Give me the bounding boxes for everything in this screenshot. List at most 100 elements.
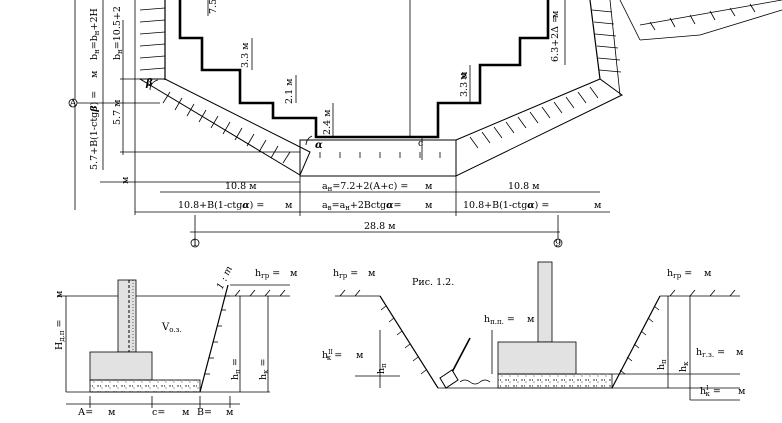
hk-label-right: hк	[678, 361, 690, 372]
left-slope-hatch	[162, 91, 291, 164]
shovel-handle	[449, 337, 471, 377]
svg-text:hп: hп	[376, 363, 388, 374]
svg-text:1 : m: 1 : m	[215, 265, 235, 292]
beta-arc	[149, 79, 159, 91]
svg-text:3.3 м: 3.3 м	[459, 71, 470, 97]
svg-text:м: м	[550, 10, 561, 18]
foundation	[89, 351, 153, 381]
step-label-3-3a: 3.3 м	[240, 42, 251, 68]
axis-9-marker	[553, 238, 563, 248]
left-unit-m: м	[89, 70, 100, 78]
row2-center-unit: м	[425, 200, 433, 211]
hp-label-left: hп =	[230, 358, 242, 380]
svg-text:hп =: hп =	[230, 358, 242, 380]
svg-text:7.5: 7.5	[208, 0, 219, 14]
figure-caption: Рис. 1.2.	[412, 277, 454, 288]
hdp-label: Hд.п =	[54, 320, 66, 350]
svg-text:hк: hк	[678, 361, 690, 372]
svg-text:2.4 м: 2.4 м	[322, 109, 333, 135]
bottom-strip-hatch	[319, 152, 441, 158]
hk-label-left: hк =	[258, 359, 270, 380]
c-label-bottom: с=	[152, 407, 165, 418]
svg-text:hп: hп	[656, 359, 668, 370]
c-unit: м	[182, 407, 190, 418]
hk1-unit: м	[738, 386, 746, 397]
axis-9-label: 9	[555, 238, 561, 249]
svg-text:hк =: hк =	[258, 359, 270, 380]
hgr-label-right-r: hгр =	[667, 268, 692, 280]
left-upper-hatching	[139, 7, 166, 71]
b-label: В=	[197, 407, 212, 418]
top-excavation-section: A 1 9 β α c bн=bн+2Н bн=10.5+2 м 5.7 м 5…	[69, 0, 782, 249]
row2-right-unit: м	[594, 200, 602, 211]
hk2-unit: м	[356, 350, 364, 361]
beta-label: β	[145, 78, 153, 89]
sand-cushion	[89, 379, 201, 393]
svg-text:м: м	[120, 176, 131, 184]
hgr-label-left: hгр =	[255, 268, 280, 280]
hp-label-right-r: hп	[656, 359, 668, 370]
right-roof-line-2	[699, 9, 782, 36]
right-formula: 6.3+2Δ =	[550, 15, 561, 62]
left-fig-slope-hatch	[205, 295, 230, 375]
right-slope-hatch	[469, 86, 599, 149]
right-fig-left-slope-hatch	[380, 305, 427, 375]
hpp-label: hп.п. =	[484, 314, 515, 326]
bn-formula-2: bн=10.5+2	[112, 6, 124, 60]
step-label-7-5: 7.5	[208, 0, 219, 14]
axis-1-label: 1	[192, 238, 198, 249]
row3-total: 28.8 м	[364, 221, 396, 232]
right-fig-right-slope-hatch	[619, 305, 660, 375]
b-unit: м	[226, 407, 234, 418]
dim-5-7: 5.7 м	[112, 99, 123, 125]
row2-right: 10.8+В(1-ctgα) =	[463, 200, 549, 211]
step-label-2-4: 2.4 м	[322, 109, 333, 135]
right-ground-line	[639, 34, 701, 41]
hgr-unit-left: м	[290, 268, 298, 279]
right-outer-slope-2	[619, 0, 641, 41]
axis-1-marker	[190, 238, 200, 248]
hgr-unit-right-l: м	[368, 268, 376, 279]
left-slope-band	[138, 78, 311, 176]
left-trench-figure: Hд.п = м Vо.з. hгр = м 1 : m hп = hк = А…	[54, 265, 298, 418]
bn-formula-1: bн=bн+2Н	[89, 8, 101, 60]
right-outer-slope	[609, 0, 621, 96]
hdp-unit: м	[54, 290, 65, 298]
slope-label: 1 : m	[215, 265, 235, 292]
row1-left: 10.8 м	[225, 181, 257, 192]
step-label-2-1: 2.1 м	[284, 78, 295, 104]
right-slope-band	[455, 78, 623, 177]
left-fig-slope	[199, 284, 229, 393]
dim-5-7-formula: 5.7+В(1-ctgβ) =	[89, 91, 100, 170]
step-label-3-3b: 3.3 м	[459, 71, 470, 97]
hgz-unit: м	[736, 347, 744, 358]
svg-text:м: м	[54, 290, 65, 298]
row1-right: 10.8 м	[508, 181, 540, 192]
a-label: А=	[78, 407, 93, 418]
row2-left-unit: м	[285, 200, 293, 211]
foundation-right	[497, 341, 577, 375]
left-unit-m2: м	[120, 176, 131, 184]
right-upper-slope	[589, 0, 601, 80]
row1-center: aн=7.2+2(А+с) =	[322, 181, 408, 193]
c-label: c	[418, 138, 423, 149]
right-fig-left-slope	[379, 295, 439, 389]
svg-text:5.7+В(1-ctgβ) =: 5.7+В(1-ctgβ) =	[89, 91, 100, 170]
right-roof-hatch	[649, 3, 756, 31]
row1-center-unit: м	[425, 181, 433, 192]
bottom-strip	[299, 139, 457, 177]
alpha-label: α	[315, 140, 323, 151]
axis-a-marker	[68, 98, 78, 108]
alpha-arc	[305, 135, 313, 146]
hp-label-right-l: hп	[376, 363, 388, 374]
v-label: Vо.з.	[161, 322, 182, 334]
hgr-unit-right-r: м	[704, 268, 712, 279]
svg-text:bн=10.5+2: bн=10.5+2	[112, 6, 124, 60]
soil-wave	[459, 379, 491, 385]
right-formula-m: м	[550, 10, 561, 18]
a-unit: м	[108, 407, 116, 418]
row2-left: 10.8+В(1-ctgα) =	[178, 200, 264, 211]
